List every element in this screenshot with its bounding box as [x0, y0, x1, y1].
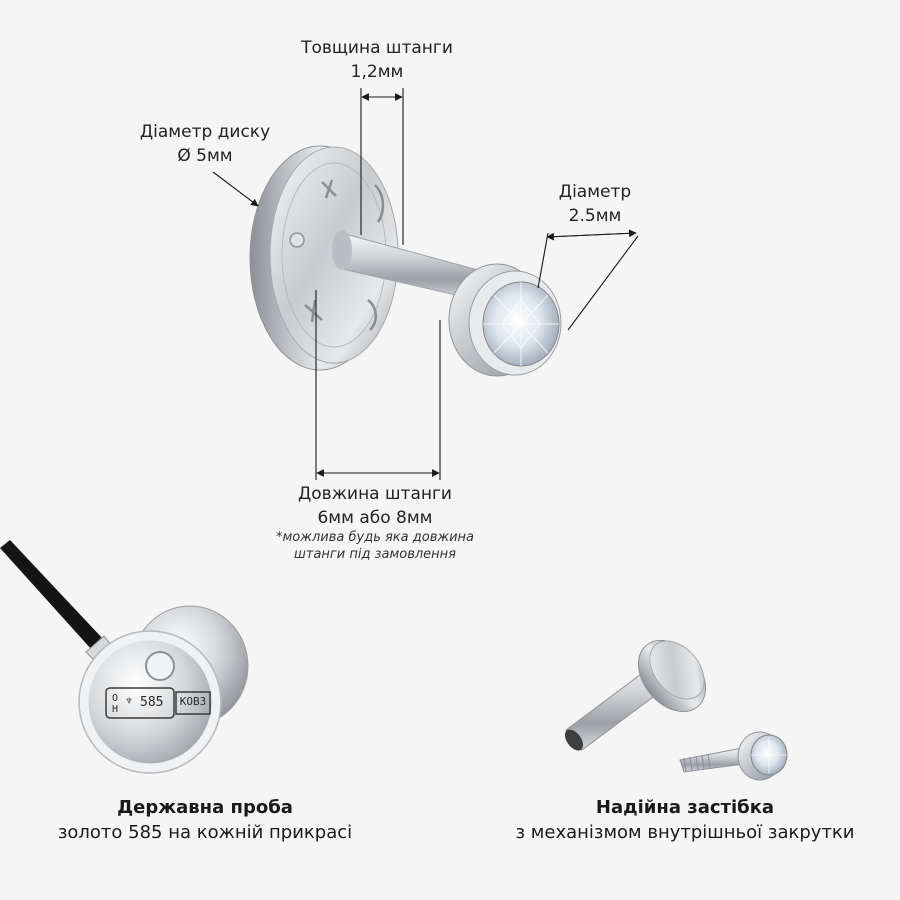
clasp-caption-subtitle: з механізмом внутрішньої закрутки: [515, 822, 855, 843]
disc-diameter-line2: Ø 5мм: [177, 146, 233, 166]
hallmark-caption-title: Державна проба: [117, 797, 293, 818]
screw-thread: [683, 753, 711, 773]
disc-engraving: [304, 179, 385, 331]
clasp-caption-title: Надійна застібка: [595, 797, 775, 818]
length-label-line1: Довжина штанги: [298, 484, 452, 504]
stamp-text: О Н ♆ 585: [108, 693, 174, 715]
length-label: Довжина штанги 6мм або 8мм: [250, 482, 500, 530]
gem-facets: [483, 282, 559, 366]
stone-diameter-line1: Діаметр: [558, 182, 632, 202]
length-note-line1: *можлива будь яка довжина: [276, 530, 474, 545]
disc-diameter-label: Діаметр диску Ø 5мм: [110, 120, 300, 168]
stamp-code: КОВЗ: [179, 695, 207, 708]
thickness-label: Товщина штанги 1,2мм: [262, 36, 492, 84]
hallmark-illustration: [0, 540, 249, 774]
disc-diameter-line1: Діаметр диску: [139, 122, 271, 142]
labret-main-illustration: [249, 145, 562, 377]
clasp-illustration: [564, 639, 788, 781]
length-note: *можлива будь яка довжина штанги під зам…: [240, 529, 510, 563]
length-note-line2: штанги під замовлення: [293, 547, 456, 562]
stone-diameter-line2: 2.5мм: [568, 206, 622, 226]
length-label-line2: 6мм або 8мм: [317, 508, 433, 528]
hallmark-stamp: [105, 687, 211, 719]
hallmark-caption: Державна проба золото 585 на кожній прик…: [20, 795, 390, 845]
stamp-letter-right: Н: [112, 704, 119, 715]
thickness-label-line2: 1,2мм: [350, 62, 404, 82]
stamp-letter-left: О: [112, 693, 119, 704]
thickness-label-line1: Товщина штанги: [301, 38, 453, 58]
trident-icon: ♆: [126, 696, 133, 707]
stone-diameter-label: Діаметр 2.5мм: [530, 180, 660, 228]
dimension-lines: [212, 88, 639, 480]
clasp-caption: Надійна застібка з механізмом внутрішньо…: [475, 795, 895, 845]
stamp-mark: 585: [140, 695, 164, 710]
hallmark-caption-subtitle: золото 585 на кожній прикрасі: [57, 822, 353, 843]
